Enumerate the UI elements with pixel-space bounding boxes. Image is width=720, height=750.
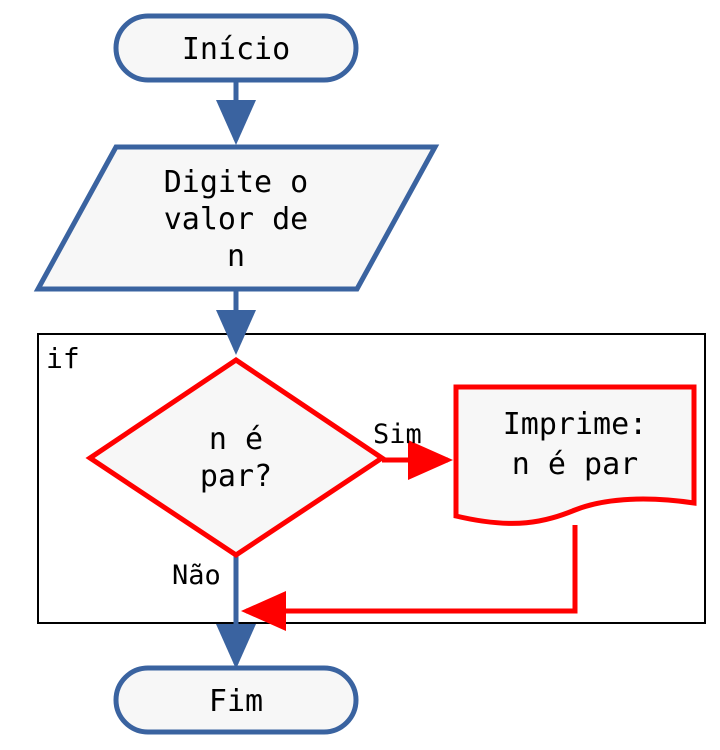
input-parallelogram [33,144,440,292]
output-document [453,384,697,526]
output-line-1: Imprime: [503,407,648,442]
decision-line-1: n é [209,422,263,457]
input-line-2: valor de [164,202,309,237]
output-line-2: n é par [512,447,638,482]
start-terminal [113,13,359,83]
input-line-1: Digite o [164,165,309,200]
end-terminal [113,665,359,735]
decision-diamond [85,356,387,559]
decision-line-2: par? [200,459,272,494]
end-terminal-label: Fim [209,684,263,719]
start-terminal-label: Início [182,32,290,67]
if-frame [37,333,706,624]
no-label: Não [172,560,221,591]
yes-label: Sim [373,419,422,450]
edge-output-to-merge [241,525,578,631]
if-frame-label: if [46,342,80,375]
input-line-3: n [227,239,245,274]
